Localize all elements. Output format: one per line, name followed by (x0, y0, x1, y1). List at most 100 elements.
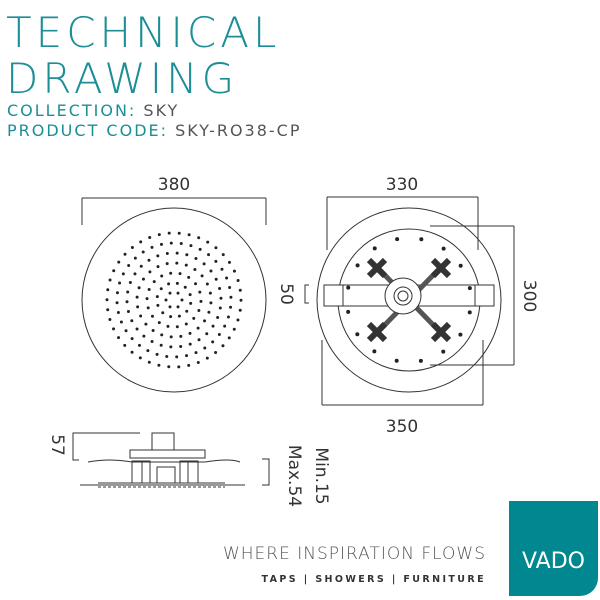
nozzle (141, 277, 145, 281)
back-dot (372, 246, 377, 251)
nozzle (180, 298, 184, 302)
nozzle (197, 338, 201, 342)
nozzle (176, 291, 180, 295)
dim-side-min: Min.15 (311, 447, 331, 504)
nozzle (220, 267, 224, 271)
nozzle (179, 345, 183, 349)
nozzle (225, 276, 229, 280)
nozzle (205, 356, 209, 360)
nozzle (151, 329, 155, 333)
nozzle (175, 251, 179, 255)
nozzle (206, 240, 210, 244)
nozzle (176, 305, 180, 309)
nozzle (117, 336, 121, 340)
nozzle (115, 301, 119, 305)
nozzle (175, 281, 179, 285)
nozzle (160, 333, 164, 337)
title-line-2: DRAWING (6, 54, 239, 103)
nozzle (187, 233, 191, 237)
nozzle (136, 305, 140, 309)
dim-side-max: Max.54 (284, 445, 304, 507)
nozzle (175, 325, 179, 329)
nozzle (147, 360, 151, 364)
nozzle (139, 264, 143, 268)
nozzle (145, 297, 149, 301)
nozzle (105, 298, 109, 302)
back-dot (372, 349, 377, 354)
nozzle (194, 282, 198, 286)
back-dot (418, 358, 423, 363)
nozzle (139, 240, 143, 244)
nozzle (183, 285, 187, 289)
back-dot (467, 286, 472, 291)
nozzle (130, 350, 134, 354)
nozzle (148, 270, 152, 274)
nozzle (238, 308, 242, 312)
nozzle (192, 316, 196, 320)
nozzle (165, 262, 169, 266)
logo-text: VADO (522, 549, 585, 574)
nozzle (137, 286, 141, 290)
nozzle (236, 318, 240, 322)
nozzle (209, 301, 213, 305)
nozzle (214, 246, 218, 250)
nozzle (238, 288, 242, 292)
nozzle (226, 315, 230, 319)
nozzle (194, 351, 198, 355)
nozzle (167, 365, 171, 369)
clamp (430, 257, 452, 279)
nozzle (138, 356, 142, 360)
dim-back-bottom: 350 (386, 417, 418, 437)
nozzle (160, 274, 164, 278)
nozzle (135, 327, 139, 331)
nozzle (157, 233, 161, 237)
nozzle (106, 308, 110, 312)
back-dot (441, 349, 446, 354)
nozzle (124, 329, 128, 333)
nozzle (112, 327, 116, 331)
clamp (366, 321, 388, 343)
nozzle (168, 291, 172, 295)
nozzle (232, 269, 236, 273)
nozzle (218, 306, 222, 310)
nozzle (175, 261, 179, 265)
nozzle (203, 319, 207, 323)
nozzle (203, 346, 207, 350)
nozzle (117, 260, 121, 264)
back-dot (346, 309, 351, 314)
nozzle (169, 345, 173, 349)
nozzle (177, 231, 181, 235)
nozzle (155, 295, 159, 299)
nozzle (150, 340, 154, 344)
dim-side-height: 57 (47, 434, 67, 456)
nozzle (133, 272, 137, 276)
nozzle (159, 343, 163, 347)
nozzle (155, 352, 159, 356)
tagline: WHERE INSPIRATION FLOWS (222, 544, 486, 564)
nozzle (116, 311, 120, 315)
nozzle (130, 245, 134, 249)
nozzle (207, 310, 211, 314)
product-code-label: PRODUCT CODE: (7, 121, 169, 140)
nozzle (165, 251, 169, 255)
collection-value: SKY (143, 101, 180, 120)
nozzle (179, 241, 183, 245)
back-dot (355, 332, 360, 337)
nozzle (216, 315, 220, 319)
nozzle (125, 300, 129, 304)
nozzle (227, 260, 231, 264)
back-dot (394, 358, 399, 363)
nozzle (141, 250, 145, 254)
nozzle (148, 236, 152, 240)
back-dot (458, 263, 463, 268)
nozzle (112, 269, 116, 273)
nozzle (188, 331, 192, 335)
nozzle (232, 327, 236, 331)
nozzle (228, 285, 232, 289)
nozzle (198, 247, 202, 251)
nozzle (152, 280, 156, 284)
nozzle (184, 263, 188, 267)
nozzle (106, 288, 110, 292)
nozzle (239, 298, 243, 302)
back-dot (419, 237, 424, 242)
